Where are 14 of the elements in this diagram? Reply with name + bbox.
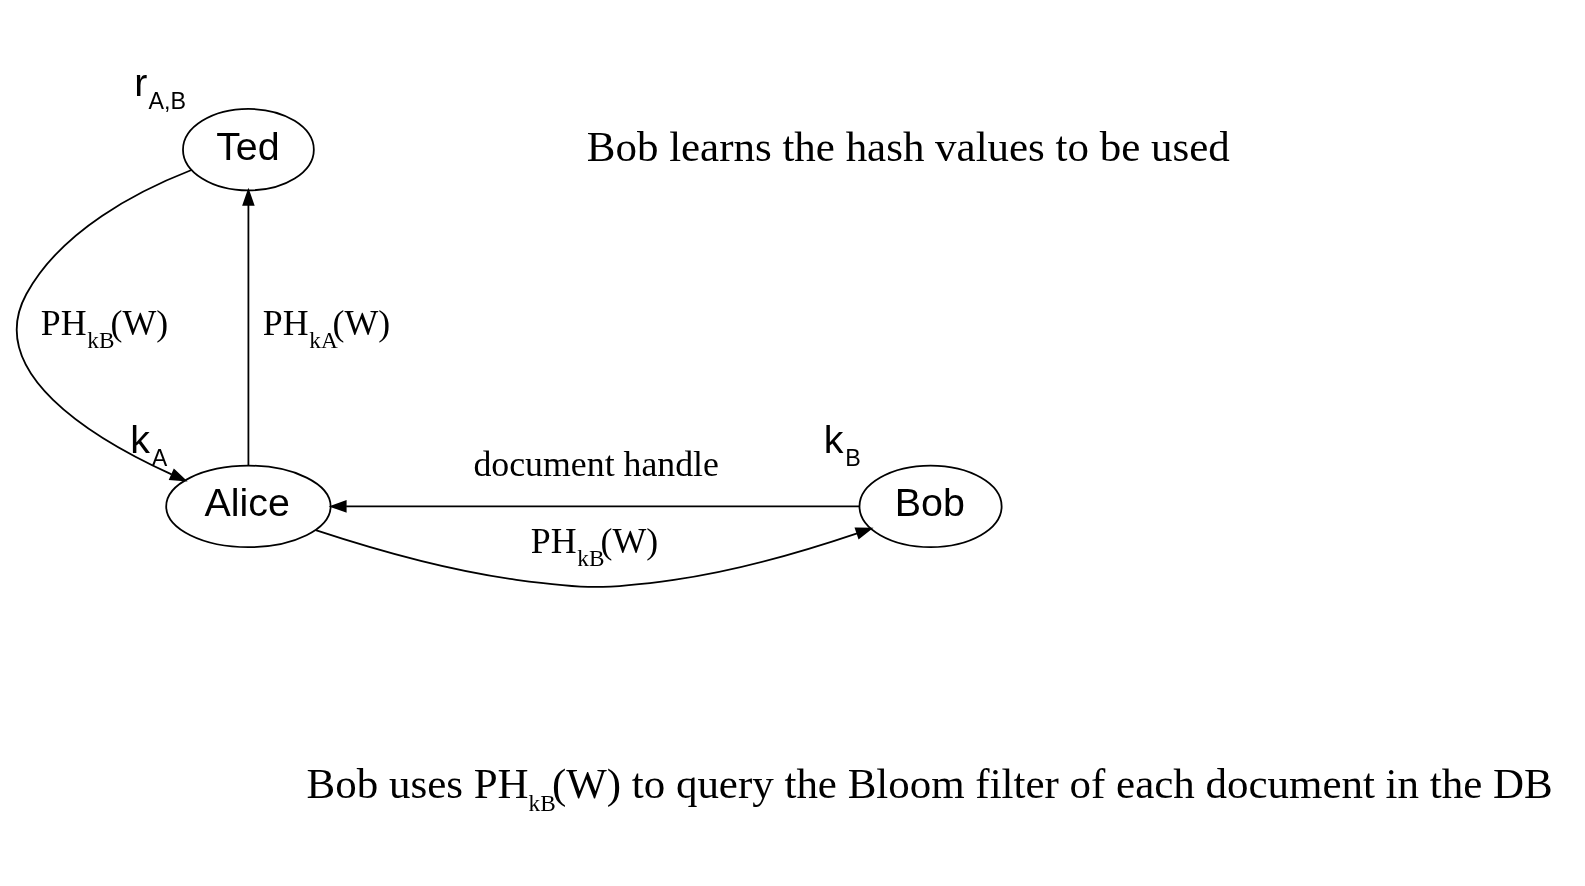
arrow xyxy=(328,499,861,513)
edge-label: PH$_{kA}$(W) xyxy=(262,302,391,353)
label: Bob uses PH$_{kB}$(W) to query the Bloom filter of each document in the DB xyxy=(306,759,1553,816)
arrow xyxy=(242,187,255,467)
edge-label: document handle xyxy=(473,443,719,484)
node-label: k$_{A}$ xyxy=(130,416,168,471)
node-ellipse: Ted xyxy=(182,107,315,191)
edge-label: PH$_{kB}$(W) xyxy=(40,302,169,353)
arrow xyxy=(314,527,874,588)
arrow xyxy=(15,168,193,481)
label: Bob learns the hash values to be used xyxy=(586,122,1230,170)
edge-label: PH$_{kB}$(W) xyxy=(530,520,659,571)
node-label: k$_{B}$ xyxy=(823,416,861,471)
node-ellipse: Bob xyxy=(858,464,1003,548)
